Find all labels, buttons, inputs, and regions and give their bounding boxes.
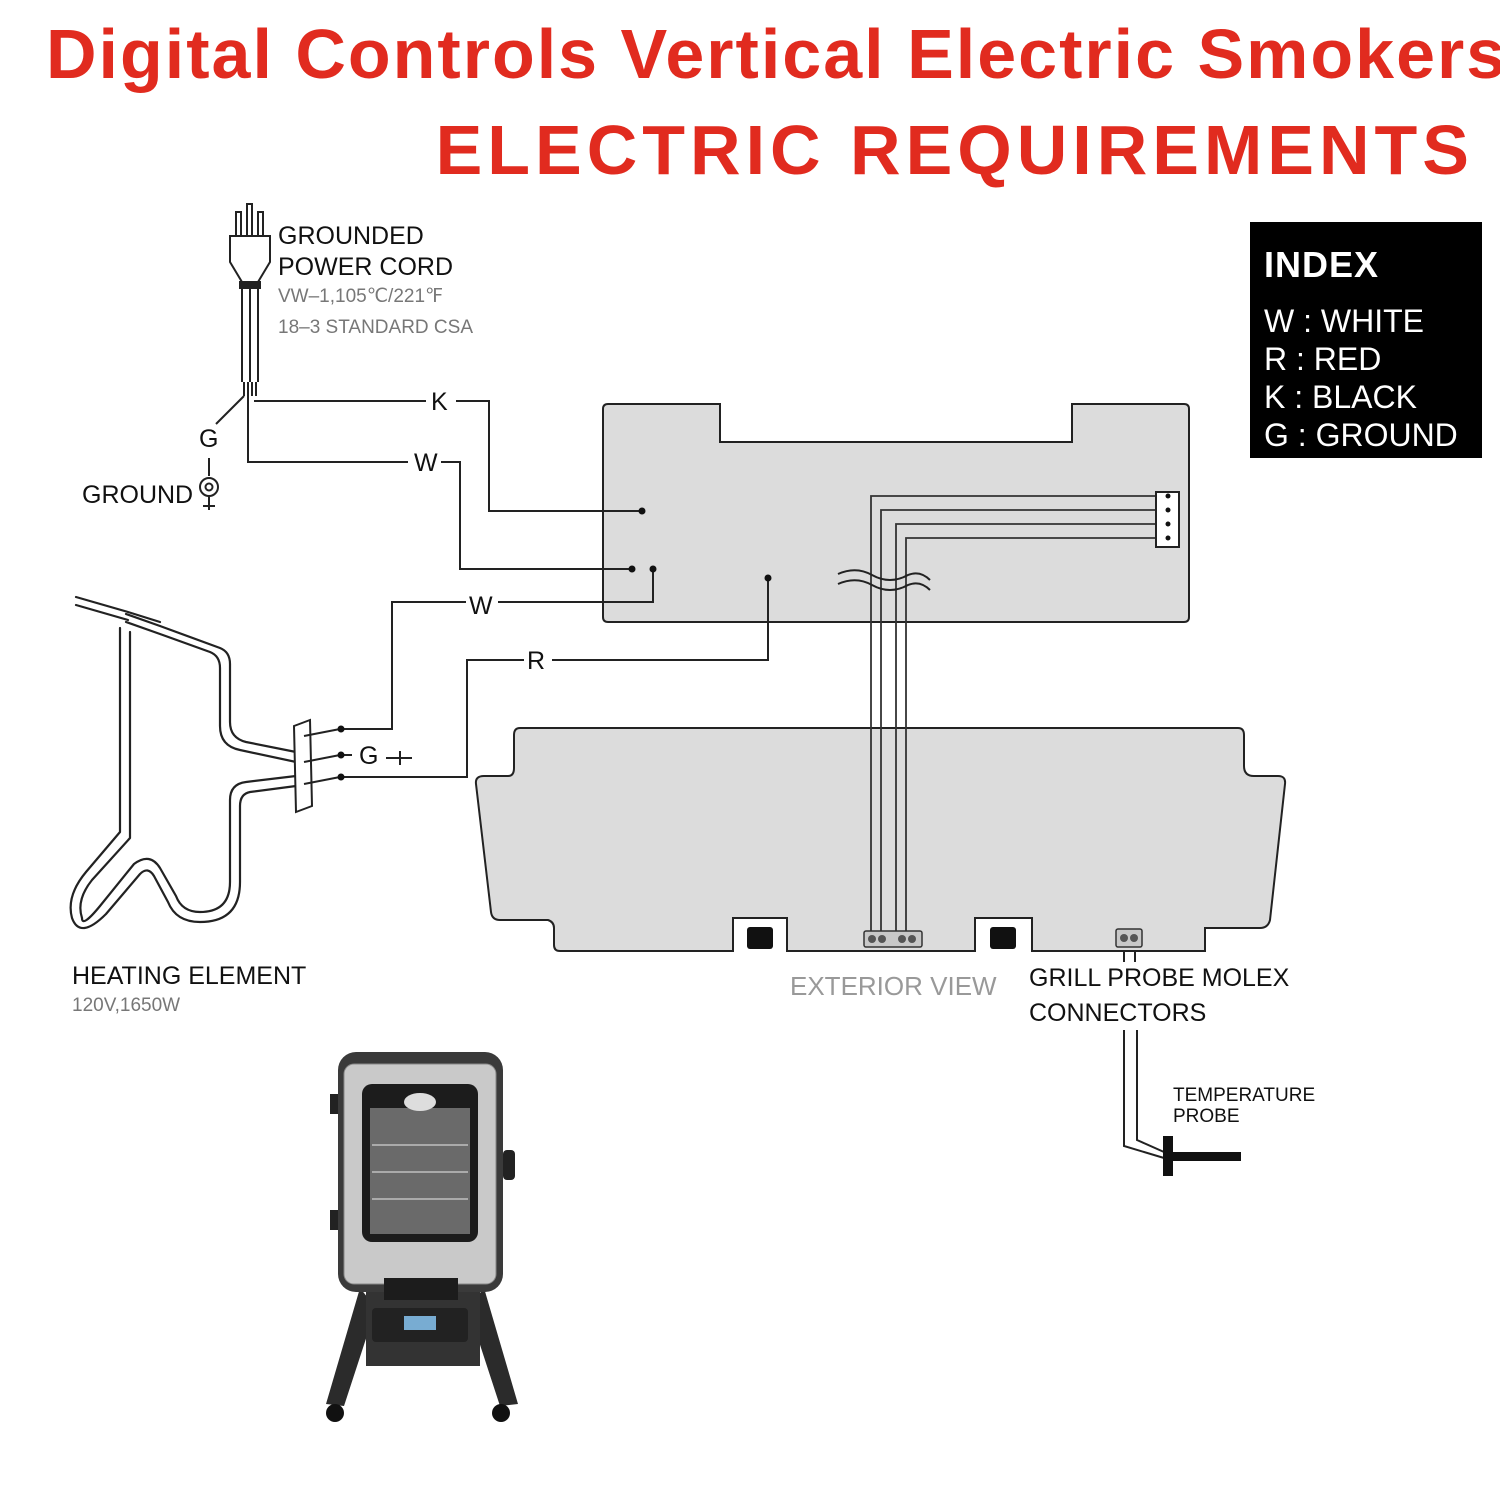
probe-label-1: TEMPERATURE bbox=[1173, 1085, 1316, 1106]
power-cord-spec-2: 18–3 STANDARD CSA bbox=[278, 317, 473, 338]
wire-break-symbol bbox=[837, 569, 931, 591]
temperature-probe bbox=[1123, 1030, 1241, 1176]
grill-probe-molex-connector bbox=[1115, 928, 1143, 962]
index-legend: INDEX W : WHITE R : RED K : BLACK G : GR… bbox=[1250, 222, 1482, 458]
power-cord-label-1: GROUNDED bbox=[278, 222, 424, 250]
index-item-red: R : RED bbox=[1264, 341, 1382, 377]
heating-element bbox=[69, 595, 298, 930]
terminal-dots bbox=[628, 507, 772, 582]
wire-label-g-cord: G bbox=[196, 425, 222, 454]
control-board bbox=[602, 403, 1190, 623]
exterior-view-label: EXTERIOR VIEW bbox=[790, 971, 997, 1001]
wire-label-r: R bbox=[524, 647, 549, 676]
exterior-port-right bbox=[990, 927, 1016, 949]
wire-label-w-top: W bbox=[411, 449, 441, 478]
exterior-molex-connector bbox=[863, 930, 923, 948]
molex-label-1: GRILL PROBE MOLEX bbox=[1029, 964, 1290, 992]
index-item-ground: G : GROUND bbox=[1264, 417, 1458, 453]
subtitle: ELECTRIC REQUIREMENTS bbox=[435, 111, 1474, 189]
plug-icon bbox=[229, 203, 271, 289]
wire-paths bbox=[247, 396, 769, 778]
ground-symbol-icon bbox=[199, 477, 219, 510]
power-cord-label-2: POWER CORD bbox=[278, 253, 453, 281]
heating-element-label: HEATING ELEMENT bbox=[72, 962, 307, 990]
power-cord bbox=[208, 288, 259, 476]
power-cord-spec-1: VW–1,105℃/221℉ bbox=[278, 286, 444, 307]
index-heading: INDEX bbox=[1264, 244, 1380, 285]
heating-element-terminal bbox=[292, 718, 345, 814]
index-item-black: K : BLACK bbox=[1264, 379, 1417, 415]
exterior-port-left bbox=[747, 927, 773, 949]
smoker-illustration bbox=[326, 1052, 518, 1422]
probe-label-2: PROBE bbox=[1173, 1106, 1240, 1127]
wire-label-w-mid: W bbox=[466, 592, 496, 621]
wire-label-k: K bbox=[428, 388, 451, 417]
wire-label-g-element: G bbox=[356, 742, 382, 771]
molex-label-2: CONNECTORS bbox=[1029, 999, 1207, 1027]
heating-element-spec: 120V,1650W bbox=[72, 995, 181, 1016]
ground-label: GROUND bbox=[82, 481, 194, 509]
probe-wire-bundle bbox=[870, 495, 1164, 931]
title: Digital Controls Vertical Electric Smoke… bbox=[46, 15, 1500, 93]
index-item-white: W : WHITE bbox=[1264, 303, 1424, 339]
board-molex-connector bbox=[1155, 491, 1180, 548]
